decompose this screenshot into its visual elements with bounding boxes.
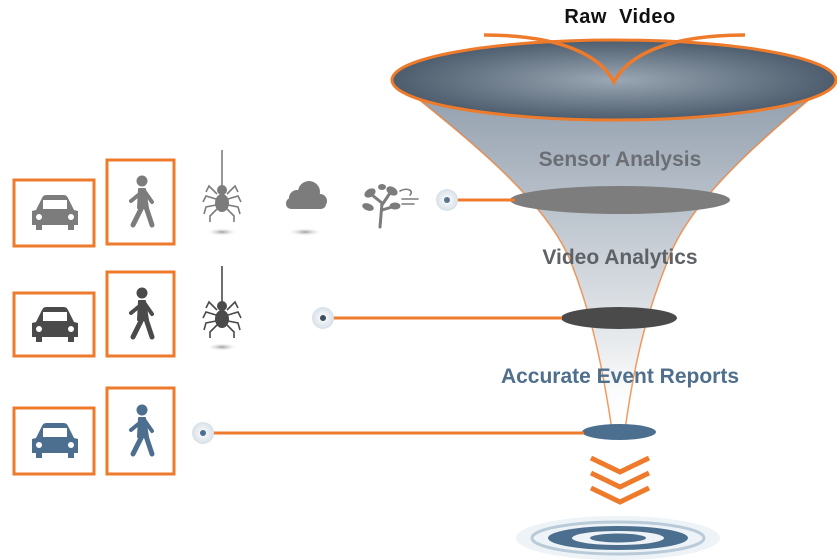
connectors [192, 189, 584, 444]
pedestrian-icon [129, 404, 155, 457]
pedestrian-box [105, 158, 176, 246]
funnel-body [392, 78, 835, 430]
detection-row-3 [12, 386, 176, 476]
stage-label-sensor-analysis: Sensor Analysis [538, 148, 702, 171]
pedestrian-box [105, 270, 176, 358]
car-box [12, 291, 96, 358]
target-icon [516, 516, 720, 560]
pedestrian-icon [129, 175, 155, 228]
funnel-right-edge [624, 77, 836, 431]
stage-disc-reports [582, 424, 656, 440]
car-box [12, 406, 96, 476]
car-icon [32, 195, 78, 230]
funnel-top-curve [483, 33, 746, 86]
cloud-icon [286, 181, 327, 209]
stage-label-accurate-event-reports: Accurate Event Reports [500, 365, 740, 388]
funnel-left-edge [391, 77, 613, 431]
stage-disc-analytics [561, 307, 677, 329]
funnel [390, 33, 837, 440]
stage-label-video-analytics: Video Analytics [542, 246, 698, 269]
car-icon [32, 307, 78, 342]
spider-icon [202, 150, 242, 222]
funnel-title: Raw Video [564, 6, 676, 28]
detection-row-1 [12, 150, 419, 248]
spider-icon [202, 266, 242, 338]
car-box [12, 178, 96, 248]
detection-row-2 [12, 266, 242, 358]
pedestrian-icon [129, 287, 155, 340]
pedestrian-box [105, 386, 176, 476]
stage-disc-sensor [510, 186, 730, 214]
tree-wind-icon [362, 184, 419, 229]
chevron-down-icon [589, 455, 651, 505]
car-icon [32, 423, 78, 458]
